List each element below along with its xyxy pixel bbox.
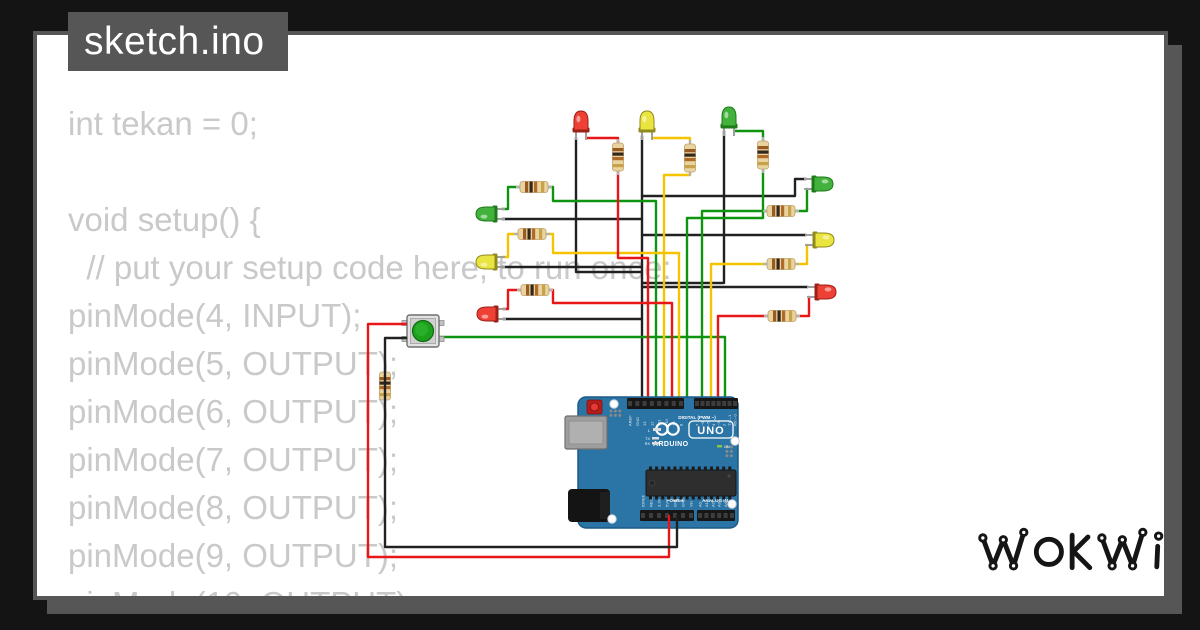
logo-letter-o [1033, 536, 1064, 567]
wire-black [640, 177, 808, 198]
svg-text:GND: GND [673, 498, 678, 507]
logo-letter-k [1069, 532, 1093, 571]
svg-text:TX→1: TX→1 [727, 414, 732, 426]
resistor [684, 140, 696, 176]
led-red [572, 110, 590, 140]
svg-text:7: 7 [695, 423, 700, 426]
svg-text:TX: TX [645, 437, 650, 441]
svg-text:A0: A0 [698, 501, 703, 507]
wires-over-layer [366, 322, 679, 559]
wire-black [574, 136, 644, 274]
svg-text:~5: ~5 [705, 421, 710, 426]
svg-text:IOREF: IOREF [641, 494, 646, 507]
wires-layer [438, 129, 811, 404]
svg-text:L: L [648, 429, 650, 433]
resistor [612, 139, 624, 175]
wire-red [366, 322, 671, 559]
svg-text:13: 13 [642, 421, 647, 426]
mounting-hole [730, 436, 740, 446]
wire-red [584, 136, 650, 404]
resistor [763, 258, 799, 270]
led-yellow [805, 231, 835, 249]
svg-text:GND: GND [635, 417, 640, 426]
resistor [764, 310, 800, 322]
pin-header [627, 398, 684, 409]
pin-header [694, 398, 738, 409]
power-jack [568, 489, 610, 522]
pin-header [697, 510, 735, 521]
svg-text:12: 12 [649, 421, 654, 426]
svg-text:5V: 5V [665, 502, 670, 507]
svg-text:POWER: POWER [666, 498, 684, 503]
wokwi-logo [978, 527, 1164, 571]
svg-text:~11: ~11 [657, 419, 662, 426]
svg-text:ARDUINO: ARDUINO [653, 441, 689, 448]
led-red [476, 305, 506, 323]
svg-text:AREF: AREF [628, 415, 633, 426]
leds-layer [475, 106, 837, 323]
led-yellow [475, 253, 505, 271]
microcontroller-chip [645, 466, 737, 500]
wire-black [383, 336, 679, 549]
resistor [516, 181, 552, 193]
wire-black [640, 129, 726, 285]
wire-red [716, 295, 811, 404]
resistor [757, 137, 769, 173]
led-red [807, 283, 837, 301]
file-tab-label: sketch.ino [84, 19, 265, 63]
svg-text:2: 2 [722, 423, 727, 426]
logo-letter-w [1097, 527, 1148, 571]
wire-green [685, 129, 765, 404]
mounting-hole [607, 514, 617, 524]
resistors-layer [379, 137, 800, 404]
led-green [475, 205, 505, 223]
reset-button[interactable] [586, 399, 603, 415]
file-tab[interactable]: sketch.ino [68, 12, 288, 71]
wire-yellow [500, 232, 681, 404]
svg-text:Vin: Vin [689, 501, 694, 507]
svg-text:~6: ~6 [700, 421, 705, 426]
svg-text:A4: A4 [723, 501, 728, 507]
svg-text:RX←0: RX←0 [733, 413, 738, 426]
resistor [763, 205, 799, 217]
usb-connector [564, 415, 608, 450]
svg-text:3.3V: 3.3V [657, 498, 662, 507]
svg-text:A2: A2 [710, 501, 715, 507]
svg-text:RESET: RESET [649, 493, 654, 507]
resistor [514, 228, 550, 240]
svg-text:GND: GND [681, 498, 686, 507]
svg-text:~3: ~3 [716, 421, 721, 426]
svg-text:ON: ON [724, 445, 730, 449]
svg-text:~10: ~10 [664, 418, 669, 426]
logo-letter-w [978, 527, 1029, 571]
svg-text:DIGITAL (PWM ~): DIGITAL (PWM ~) [678, 415, 716, 420]
svg-text:UNO: UNO [697, 425, 724, 437]
mounting-hole [727, 499, 737, 509]
led-green [720, 106, 738, 136]
wire-red [501, 288, 674, 404]
resistor [517, 284, 553, 296]
svg-text:A5: A5 [730, 501, 735, 507]
wire-green [700, 187, 809, 404]
pushbutton[interactable] [401, 314, 445, 348]
svg-text:4: 4 [711, 423, 716, 426]
led-yellow [638, 110, 656, 140]
led-green [804, 175, 834, 193]
svg-text:A3: A3 [717, 501, 722, 507]
svg-text:RX: RX [645, 442, 651, 446]
svg-text:A1: A1 [704, 501, 709, 507]
wire-yellow [709, 243, 809, 404]
mounting-hole [609, 399, 619, 409]
wire-green [500, 185, 658, 404]
code-snippet: int tekan = 0; void setup() { // put you… [68, 105, 672, 596]
svg-text:8: 8 [679, 423, 684, 426]
svg-text:ANALOG IN: ANALOG IN [702, 498, 728, 503]
logo-letter-i [1153, 531, 1164, 570]
wire-green [438, 335, 727, 404]
